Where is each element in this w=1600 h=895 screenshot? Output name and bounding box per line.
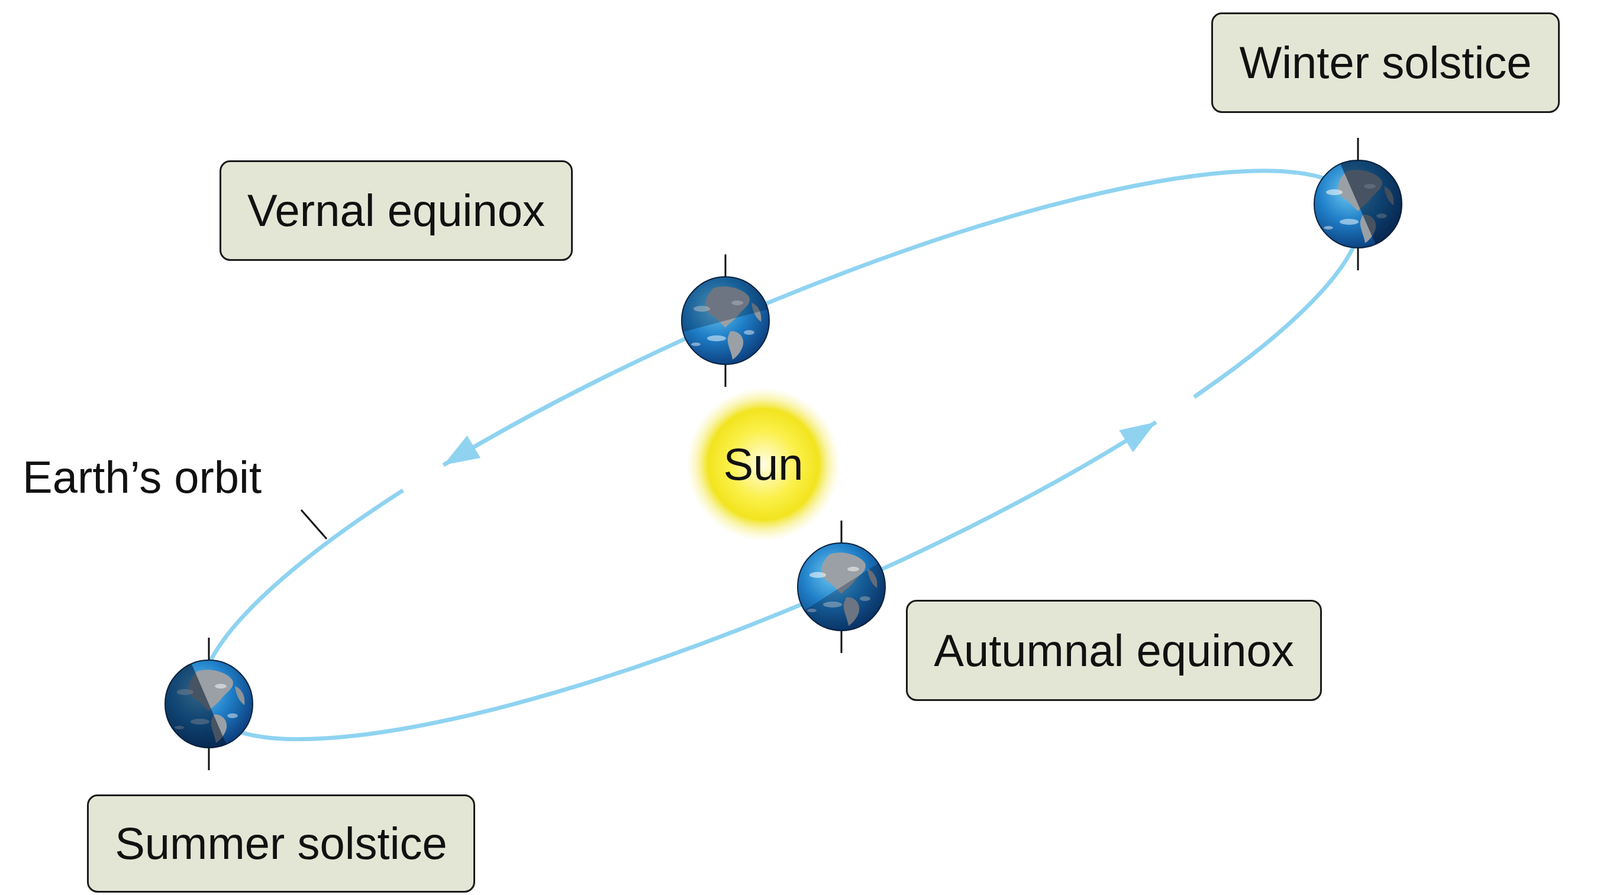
earth-globe: [1314, 137, 1416, 271]
earth-globe: [672, 254, 770, 387]
box-text: Winter solstice: [1239, 36, 1532, 89]
season-label-box: Winter solstice: [1211, 12, 1560, 114]
orbit-arrow: [1118, 415, 1164, 454]
season-label-box: Vernal equinox: [219, 160, 573, 261]
box-text: Sun: [723, 438, 803, 490]
orbit-path: [435, 71, 1403, 683]
earth-globe: [151, 637, 253, 771]
orbit-label: Earth’s orbit: [22, 451, 262, 503]
sun-circle: Sun: [686, 387, 841, 542]
season-label-box: Autumnal equinox: [905, 600, 1322, 702]
box-text: Autumnal equinox: [933, 624, 1294, 677]
orbit-path: [157, 204, 1167, 840]
leader-line: [301, 510, 327, 540]
orbit-arrow: [436, 434, 482, 473]
box-text: Vernal equinox: [247, 184, 545, 237]
earth-globe: [797, 520, 902, 654]
box-text: Summer solstice: [114, 817, 448, 870]
season-label-box: Summer solstice: [86, 794, 476, 893]
